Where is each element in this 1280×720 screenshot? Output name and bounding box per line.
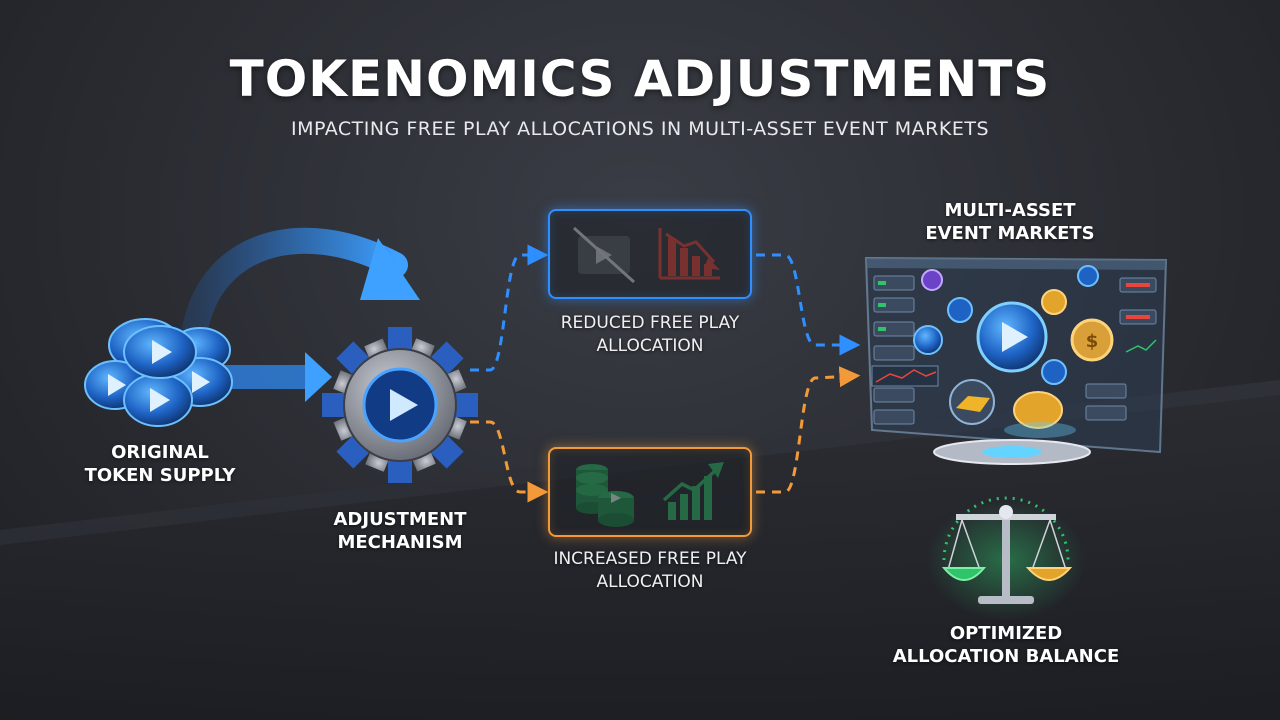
page-subtitle: IMPACTING FREE PLAY ALLOCATIONS IN MULTI… [290,118,990,140]
balance-scale-icon [926,496,1086,620]
reduced-allocation-box [548,209,752,299]
original-supply-label: ORIGINAL TOKEN SUPPLY [84,442,236,486]
connector-to-reduced [470,244,549,372]
reduced-allocation-label: REDUCED FREE PLAY ALLOCATION [560,313,740,356]
increased-allocation-box [548,447,752,537]
adjustment-mechanism-label: ADJUSTMENT MECHANISM [333,509,467,553]
gear-play-icon [322,327,478,483]
optimized-balance-label: OPTIMIZED ALLOCATION BALANCE [892,623,1120,667]
svg-text:$: $ [1086,331,1099,352]
curved-flow-arrow [182,227,420,343]
connector-to-increased [470,420,549,503]
page-title: TOKENOMICS ADJUSTMENTS [229,50,1051,108]
connector-increased-to-markets [756,366,861,494]
increased-allocation-label: INCREASED FREE PLAY ALLOCATION [553,549,747,592]
token-coin-stack-icon [84,318,233,427]
event-markets-label: MULTI-ASSET EVENT MARKETS [925,200,1095,244]
market-dashboard-icon: $ [864,256,1168,465]
straight-flow-arrow [220,352,332,402]
